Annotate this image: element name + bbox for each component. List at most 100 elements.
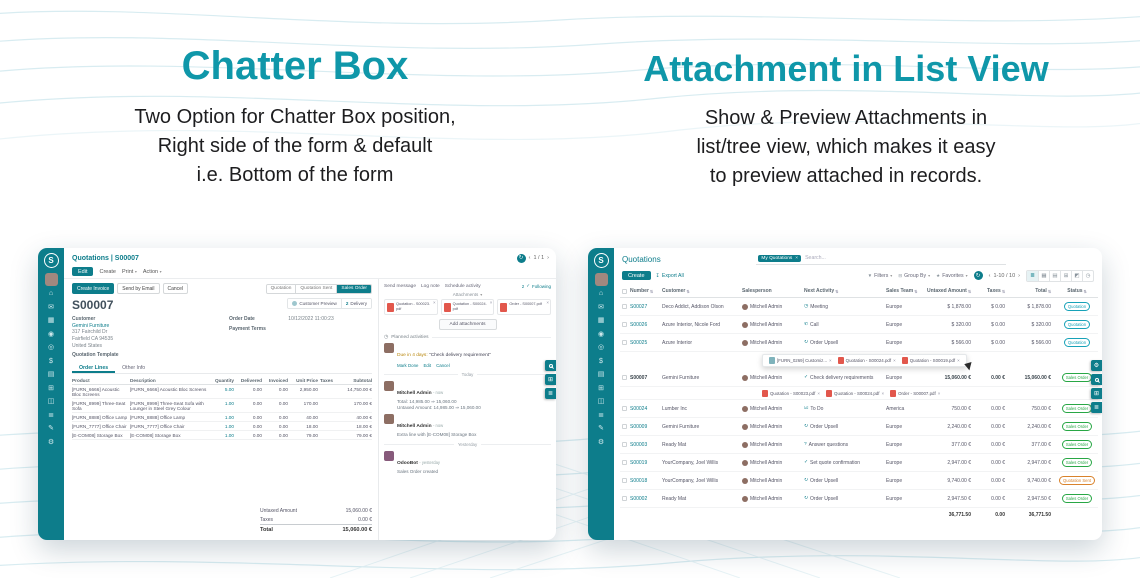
- attachment-chip[interactable]: Quotation - S00023.pdf×: [762, 389, 821, 397]
- cancel-activity-button[interactable]: Cancel: [436, 362, 450, 368]
- row-activity[interactable]: ↻Order Upsell: [804, 423, 839, 430]
- row-number[interactable]: S00002: [630, 495, 648, 502]
- sales-icon[interactable]: $: [49, 357, 53, 365]
- close-icon[interactable]: ×: [489, 300, 493, 305]
- col-sales-team[interactable]: Sales Team: [886, 288, 914, 294]
- order-line-row[interactable]: [FURN_8888] Office Lamp [FURN_8888] Offi…: [72, 413, 372, 422]
- pager-prev-icon[interactable]: ‹: [988, 272, 991, 279]
- group-by-menu[interactable]: ⊟ Group By ▾: [898, 273, 930, 279]
- close-icon[interactable]: ×: [433, 300, 436, 305]
- col-salesperson[interactable]: Salesperson: [742, 288, 772, 294]
- row-checkbox[interactable]: [622, 340, 627, 345]
- attachment-chip[interactable]: Quotation - S00023.pdf ×: [384, 299, 438, 315]
- inventory-icon[interactable]: ⊞: [48, 384, 54, 392]
- add-attachments-button[interactable]: Add attachments: [438, 319, 497, 330]
- select-all-checkbox[interactable]: [622, 288, 627, 294]
- order-line-row[interactable]: [FURN_7777] Office Chair [FURN_7777] Off…: [72, 422, 372, 431]
- sync-icon[interactable]: ↻: [973, 271, 983, 280]
- cancel-button[interactable]: Cancel: [162, 283, 189, 294]
- favorites-menu[interactable]: ★ Favorites ▾: [936, 273, 967, 279]
- apps-tool-button[interactable]: ⊞: [1091, 388, 1102, 399]
- col-next-activity[interactable]: Next Activity: [804, 288, 835, 294]
- tab-other-info[interactable]: Other Info: [122, 365, 146, 371]
- list-view-icon[interactable]: ≣: [1027, 270, 1038, 281]
- settings-icon[interactable]: ⚙: [597, 438, 605, 446]
- edit-activity-button[interactable]: Edit: [423, 362, 432, 368]
- col-untaxed-amount[interactable]: Untaxed Amount: [926, 288, 967, 294]
- close-icon[interactable]: ×: [957, 358, 960, 363]
- tab-order-lines[interactable]: Order Lines: [72, 363, 115, 373]
- close-icon[interactable]: ×: [795, 255, 799, 261]
- filters-menu[interactable]: ▼ Filters ▾: [868, 273, 893, 279]
- schedule-activity-button[interactable]: Schedule activity: [444, 283, 481, 289]
- row-activity[interactable]: ↻Order Upsell: [804, 339, 839, 346]
- table-row[interactable]: S00026 Azure Interior, Nicole Ford Mitch…: [620, 316, 1098, 334]
- table-row[interactable]: S00019 YourCompany, Joel Willis Mitchell…: [620, 454, 1098, 472]
- row-activity[interactable]: ↻Order Upsell: [804, 495, 839, 502]
- create-button[interactable]: Create: [622, 271, 651, 280]
- sync-icon[interactable]: ↻: [516, 253, 526, 263]
- inventory-icon[interactable]: ⊞: [598, 384, 604, 392]
- stage-quotation[interactable]: Quotation: [266, 284, 296, 293]
- close-icon[interactable]: ×: [881, 390, 885, 396]
- row-number[interactable]: S00025: [630, 339, 648, 346]
- export-all-button[interactable]: ↧ Export All: [656, 273, 684, 279]
- attachment-chip[interactable]: [FURN_0269] Customiz...×: [769, 357, 832, 364]
- row-checkbox[interactable]: [622, 460, 627, 465]
- mark-done-button[interactable]: Mark Done: [397, 362, 419, 368]
- attachment-chip[interactable]: Quotation - S00019.pdf×: [901, 357, 960, 364]
- home-icon[interactable]: ⌂: [48, 290, 54, 297]
- col-taxes[interactable]: Taxes: [987, 288, 1001, 294]
- discuss-icon[interactable]: ✉: [48, 303, 54, 311]
- calendar-icon[interactable]: ▦: [47, 317, 55, 324]
- row-activity[interactable]: ✓Check delivery requirements: [804, 374, 874, 381]
- search-facet[interactable]: My Quotations ×: [758, 254, 802, 262]
- row-number[interactable]: S00019: [630, 459, 648, 466]
- order-line-row[interactable]: [FURN_6666] Acoustic Bloc Screens [FURN_…: [72, 385, 372, 399]
- invoicing-icon[interactable]: ≣: [48, 411, 54, 419]
- user-avatar[interactable]: [44, 273, 58, 286]
- activity-view-icon[interactable]: ◷: [1082, 270, 1093, 281]
- home-icon[interactable]: ⌂: [598, 290, 604, 297]
- attachment-chip[interactable]: Quotation - S00024.pdf×: [837, 357, 896, 364]
- invoicing-icon[interactable]: ≣: [598, 411, 604, 419]
- row-number[interactable]: S00024: [630, 405, 648, 412]
- contacts-icon[interactable]: ◉: [47, 330, 55, 338]
- discuss-icon[interactable]: ✉: [598, 303, 604, 311]
- sales-icon[interactable]: $: [599, 357, 603, 365]
- search-tool-button[interactable]: [545, 360, 556, 371]
- log-note-button[interactable]: Log note: [421, 283, 440, 289]
- settings-icon[interactable]: ⚙: [47, 438, 55, 446]
- search-input[interactable]: My Quotations × Search...: [756, 254, 1007, 265]
- attachment-chip[interactable]: Quotation - S00024.pdf×: [826, 389, 885, 397]
- attachments-label[interactable]: Attachments: [452, 292, 479, 297]
- following-button[interactable]: Following: [531, 283, 551, 289]
- table-row[interactable]: S00027 Deco Addict, Addison Olson Mitche…: [620, 298, 1098, 316]
- row-activity[interactable]: ☑To Do: [804, 405, 824, 412]
- create-invoice-button[interactable]: Create Invoice: [72, 283, 115, 294]
- send-by-email-button[interactable]: Send by Email: [117, 283, 160, 294]
- contacts-icon[interactable]: ◉: [597, 330, 605, 338]
- crm-icon[interactable]: ◎: [597, 344, 605, 351]
- row-checkbox[interactable]: [622, 322, 627, 327]
- row-checkbox[interactable]: [622, 424, 627, 429]
- row-number[interactable]: S00003: [630, 441, 648, 448]
- customer-link[interactable]: Gemini Furniture: [72, 323, 110, 329]
- action-menu[interactable]: Action ▾: [143, 269, 162, 275]
- pager-prev-icon[interactable]: ‹: [528, 255, 531, 261]
- gear-tool-button[interactable]: ⚙: [1091, 360, 1102, 371]
- close-icon[interactable]: ×: [817, 390, 821, 396]
- send-message-button[interactable]: Send message: [384, 283, 416, 289]
- close-icon[interactable]: ×: [937, 390, 941, 396]
- dashboard-icon[interactable]: ▤: [47, 371, 55, 378]
- row-activity[interactable]: ?Answer questions: [804, 441, 849, 448]
- row-checkbox[interactable]: [622, 375, 627, 380]
- create-button[interactable]: Create: [99, 268, 116, 275]
- pager-next-icon[interactable]: ›: [1018, 272, 1020, 279]
- breadcrumb[interactable]: Quotations | S00007: [72, 254, 139, 262]
- table-row[interactable]: S00018 YourCompany, Joel Willis Mitchell…: [620, 472, 1098, 490]
- apps-tool-button[interactable]: ⊞: [545, 374, 556, 385]
- row-number[interactable]: S00009: [630, 423, 648, 430]
- close-icon[interactable]: ×: [546, 300, 550, 305]
- attachment-chip[interactable]: Quotation - S00024.pdf ×: [440, 299, 495, 315]
